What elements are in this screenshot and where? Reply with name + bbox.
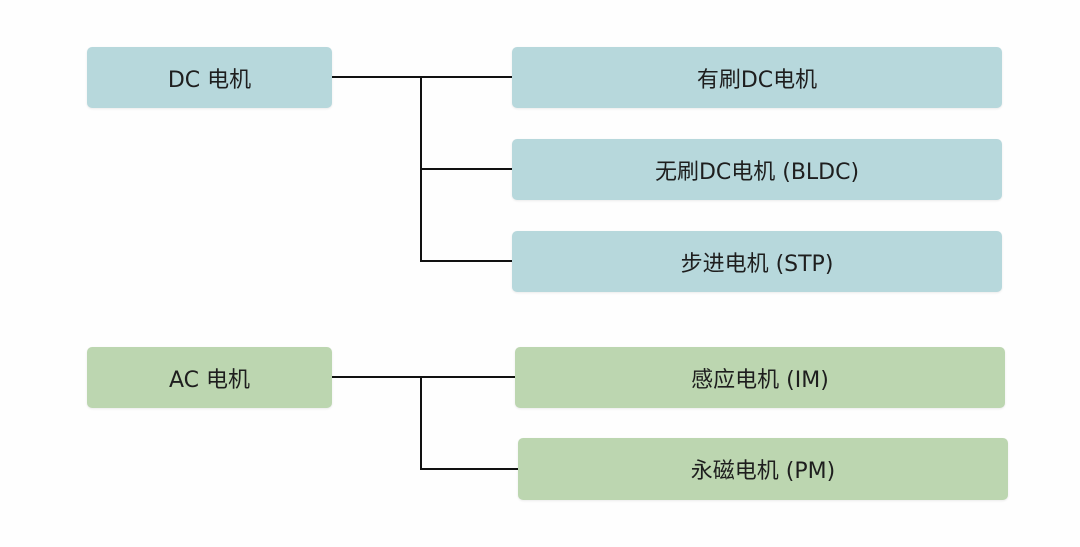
induction-motor-node: 感应电机 (IM) xyxy=(515,347,1005,408)
connector-line xyxy=(332,76,512,78)
connector-line xyxy=(420,260,512,262)
brushed-dc-motor-node: 有刷DC电机 xyxy=(512,47,1002,108)
connector-line xyxy=(332,376,515,378)
connector-line xyxy=(420,376,422,470)
connector-line xyxy=(420,468,518,470)
connector-line xyxy=(420,168,512,170)
ac-motor-node: AC 电机 xyxy=(87,347,332,408)
permanent-magnet-motor-node: 永磁电机 (PM) xyxy=(518,438,1008,500)
bldc-motor-node: 无刷DC电机 (BLDC) xyxy=(512,139,1002,200)
dc-motor-node: DC 电机 xyxy=(87,47,332,108)
stepper-motor-node: 步进电机 (STP) xyxy=(512,231,1002,292)
